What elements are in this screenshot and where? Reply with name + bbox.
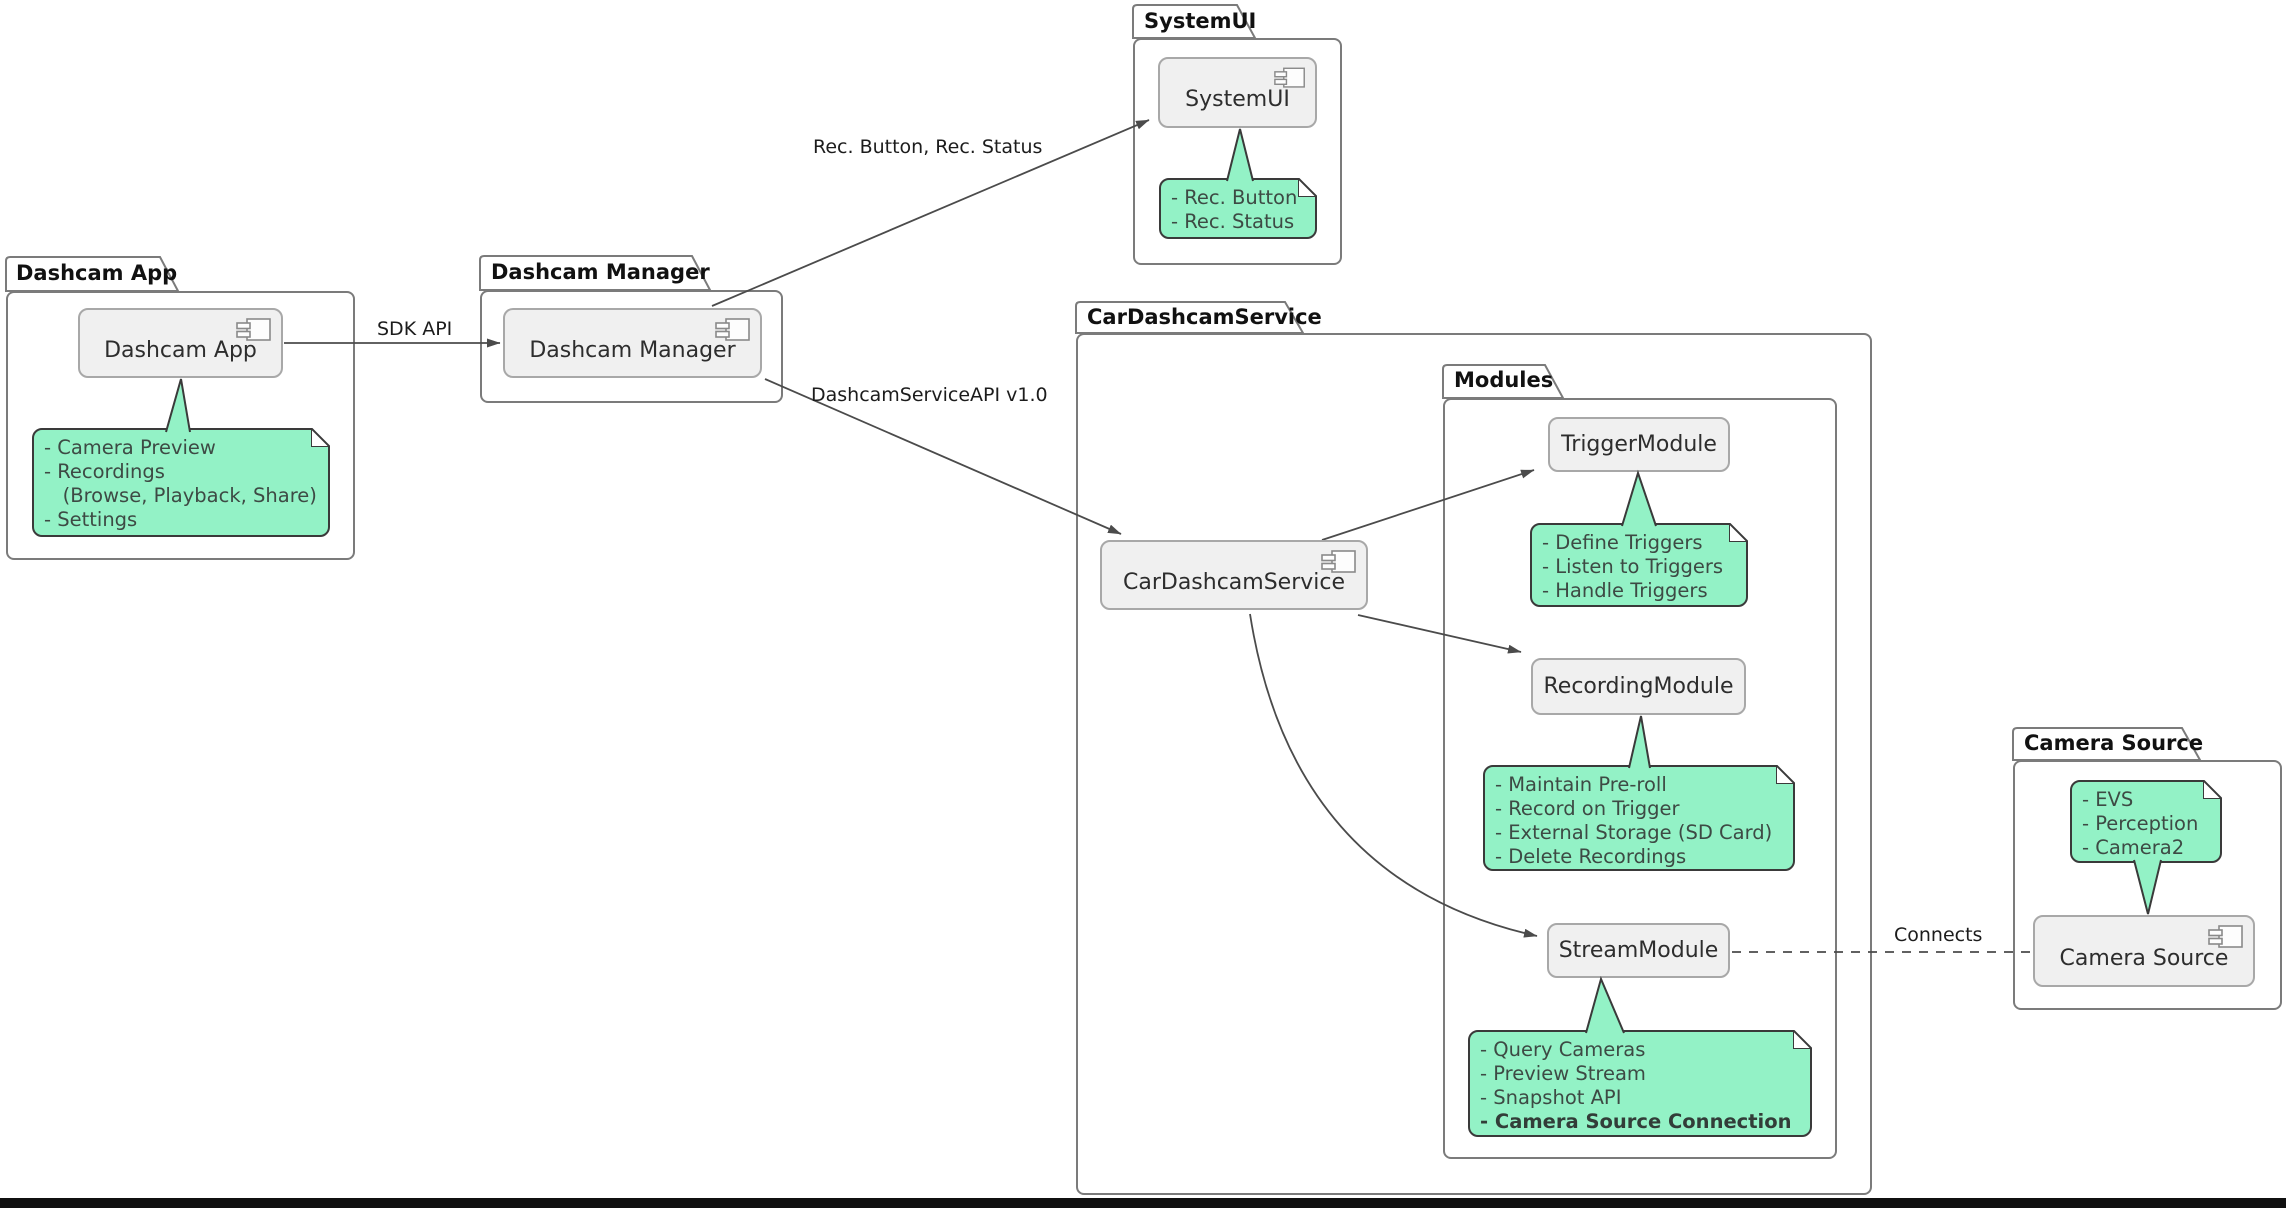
note-fold-icon bbox=[2203, 780, 2222, 799]
component-trigger-module: TriggerModule bbox=[1548, 417, 1730, 472]
note-line: - Camera Preview bbox=[44, 436, 216, 459]
component-label: Camera Source bbox=[2059, 945, 2229, 971]
note-line: - EVS bbox=[2082, 788, 2134, 811]
note-recording-module: - Maintain Pre-roll - Record on Trigger … bbox=[1483, 765, 1795, 871]
component-recording-module: RecordingModule bbox=[1531, 658, 1746, 715]
package-title-camera-source: Camera Source bbox=[2024, 731, 2204, 755]
note-line-bold: - Camera Source Connection bbox=[1480, 1110, 1792, 1133]
note-camera-source: - EVS - Perception - Camera2 bbox=[2070, 780, 2222, 863]
component-icon bbox=[715, 318, 750, 341]
note-line: - Recordings bbox=[44, 460, 165, 483]
note-line: - Camera2 bbox=[2082, 836, 2185, 859]
note-line: - Record on Trigger bbox=[1495, 797, 1680, 820]
component-dashcam-app: Dashcam App bbox=[78, 308, 283, 378]
component-label: Dashcam App bbox=[104, 337, 257, 363]
component-icon bbox=[1321, 550, 1356, 573]
note-line: - Delete Recordings bbox=[1495, 845, 1687, 868]
note-fold-icon bbox=[311, 428, 330, 447]
note-fold-icon bbox=[1729, 523, 1748, 542]
note-fold-icon bbox=[1298, 178, 1317, 197]
component-label: TriggerModule bbox=[1561, 432, 1717, 457]
component-dashcam-manager: Dashcam Manager bbox=[503, 308, 762, 378]
note-dashcam-app: - Camera Preview - Recordings (Browse, P… bbox=[32, 428, 330, 537]
component-camera-source: Camera Source bbox=[2033, 915, 2255, 987]
note-fold-icon bbox=[1793, 1030, 1812, 1049]
edge-label-connects: Connects bbox=[1894, 924, 1983, 946]
note-line: - Query Cameras bbox=[1480, 1038, 1646, 1061]
note-line: - Rec. Status bbox=[1171, 210, 1295, 233]
note-line: (Browse, Playback, Share) bbox=[44, 484, 317, 507]
note-line: - Handle Triggers bbox=[1542, 579, 1708, 602]
note-line: - Maintain Pre-roll bbox=[1495, 773, 1667, 796]
edge-label-rec-button-status: Rec. Button, Rec. Status bbox=[813, 136, 1043, 158]
component-stream-module: StreamModule bbox=[1547, 923, 1730, 978]
package-title-dashcam-app: Dashcam App bbox=[16, 261, 178, 285]
note-stream-module: - Query Cameras - Preview Stream - Snaps… bbox=[1468, 1030, 1812, 1137]
note-trigger-module: - Define Triggers - Listen to Triggers -… bbox=[1530, 523, 1748, 607]
note-line: - External Storage (SD Card) bbox=[1495, 821, 1773, 844]
component-label: Dashcam Manager bbox=[529, 337, 736, 363]
note-line: - Settings bbox=[44, 508, 138, 531]
component-systemui: SystemUI bbox=[1158, 57, 1317, 128]
edge-label-dashcam-service-api: DashcamServiceAPI v1.0 bbox=[811, 384, 1048, 406]
bottom-bar bbox=[0, 1198, 2286, 1208]
note-systemui: - Rec. Button - Rec. Status bbox=[1159, 178, 1317, 239]
note-line: - Preview Stream bbox=[1480, 1062, 1646, 1085]
component-car-dashcam-service: CarDashcamService bbox=[1100, 540, 1368, 610]
component-label: SystemUI bbox=[1185, 87, 1290, 112]
note-line: - Snapshot API bbox=[1480, 1086, 1622, 1109]
note-line: - Rec. Button bbox=[1171, 186, 1298, 209]
package-title-dashcam-manager: Dashcam Manager bbox=[491, 260, 710, 284]
component-icon bbox=[1274, 67, 1305, 88]
edge-label-sdk-api: SDK API bbox=[377, 318, 453, 340]
note-line: - Perception bbox=[2082, 812, 2199, 835]
note-line: - Listen to Triggers bbox=[1542, 555, 1724, 578]
package-title-systemui: SystemUI bbox=[1144, 9, 1257, 33]
package-title-car-dashcam-service: CarDashcamService bbox=[1087, 305, 1322, 329]
component-label: RecordingModule bbox=[1543, 674, 1734, 699]
package-title-modules: Modules bbox=[1454, 368, 1554, 392]
component-label: StreamModule bbox=[1558, 938, 1719, 963]
component-icon bbox=[236, 318, 271, 341]
component-label: CarDashcamService bbox=[1122, 569, 1346, 595]
note-line: - Define Triggers bbox=[1542, 531, 1703, 554]
component-icon bbox=[2208, 925, 2243, 948]
note-fold-icon bbox=[1776, 765, 1795, 784]
